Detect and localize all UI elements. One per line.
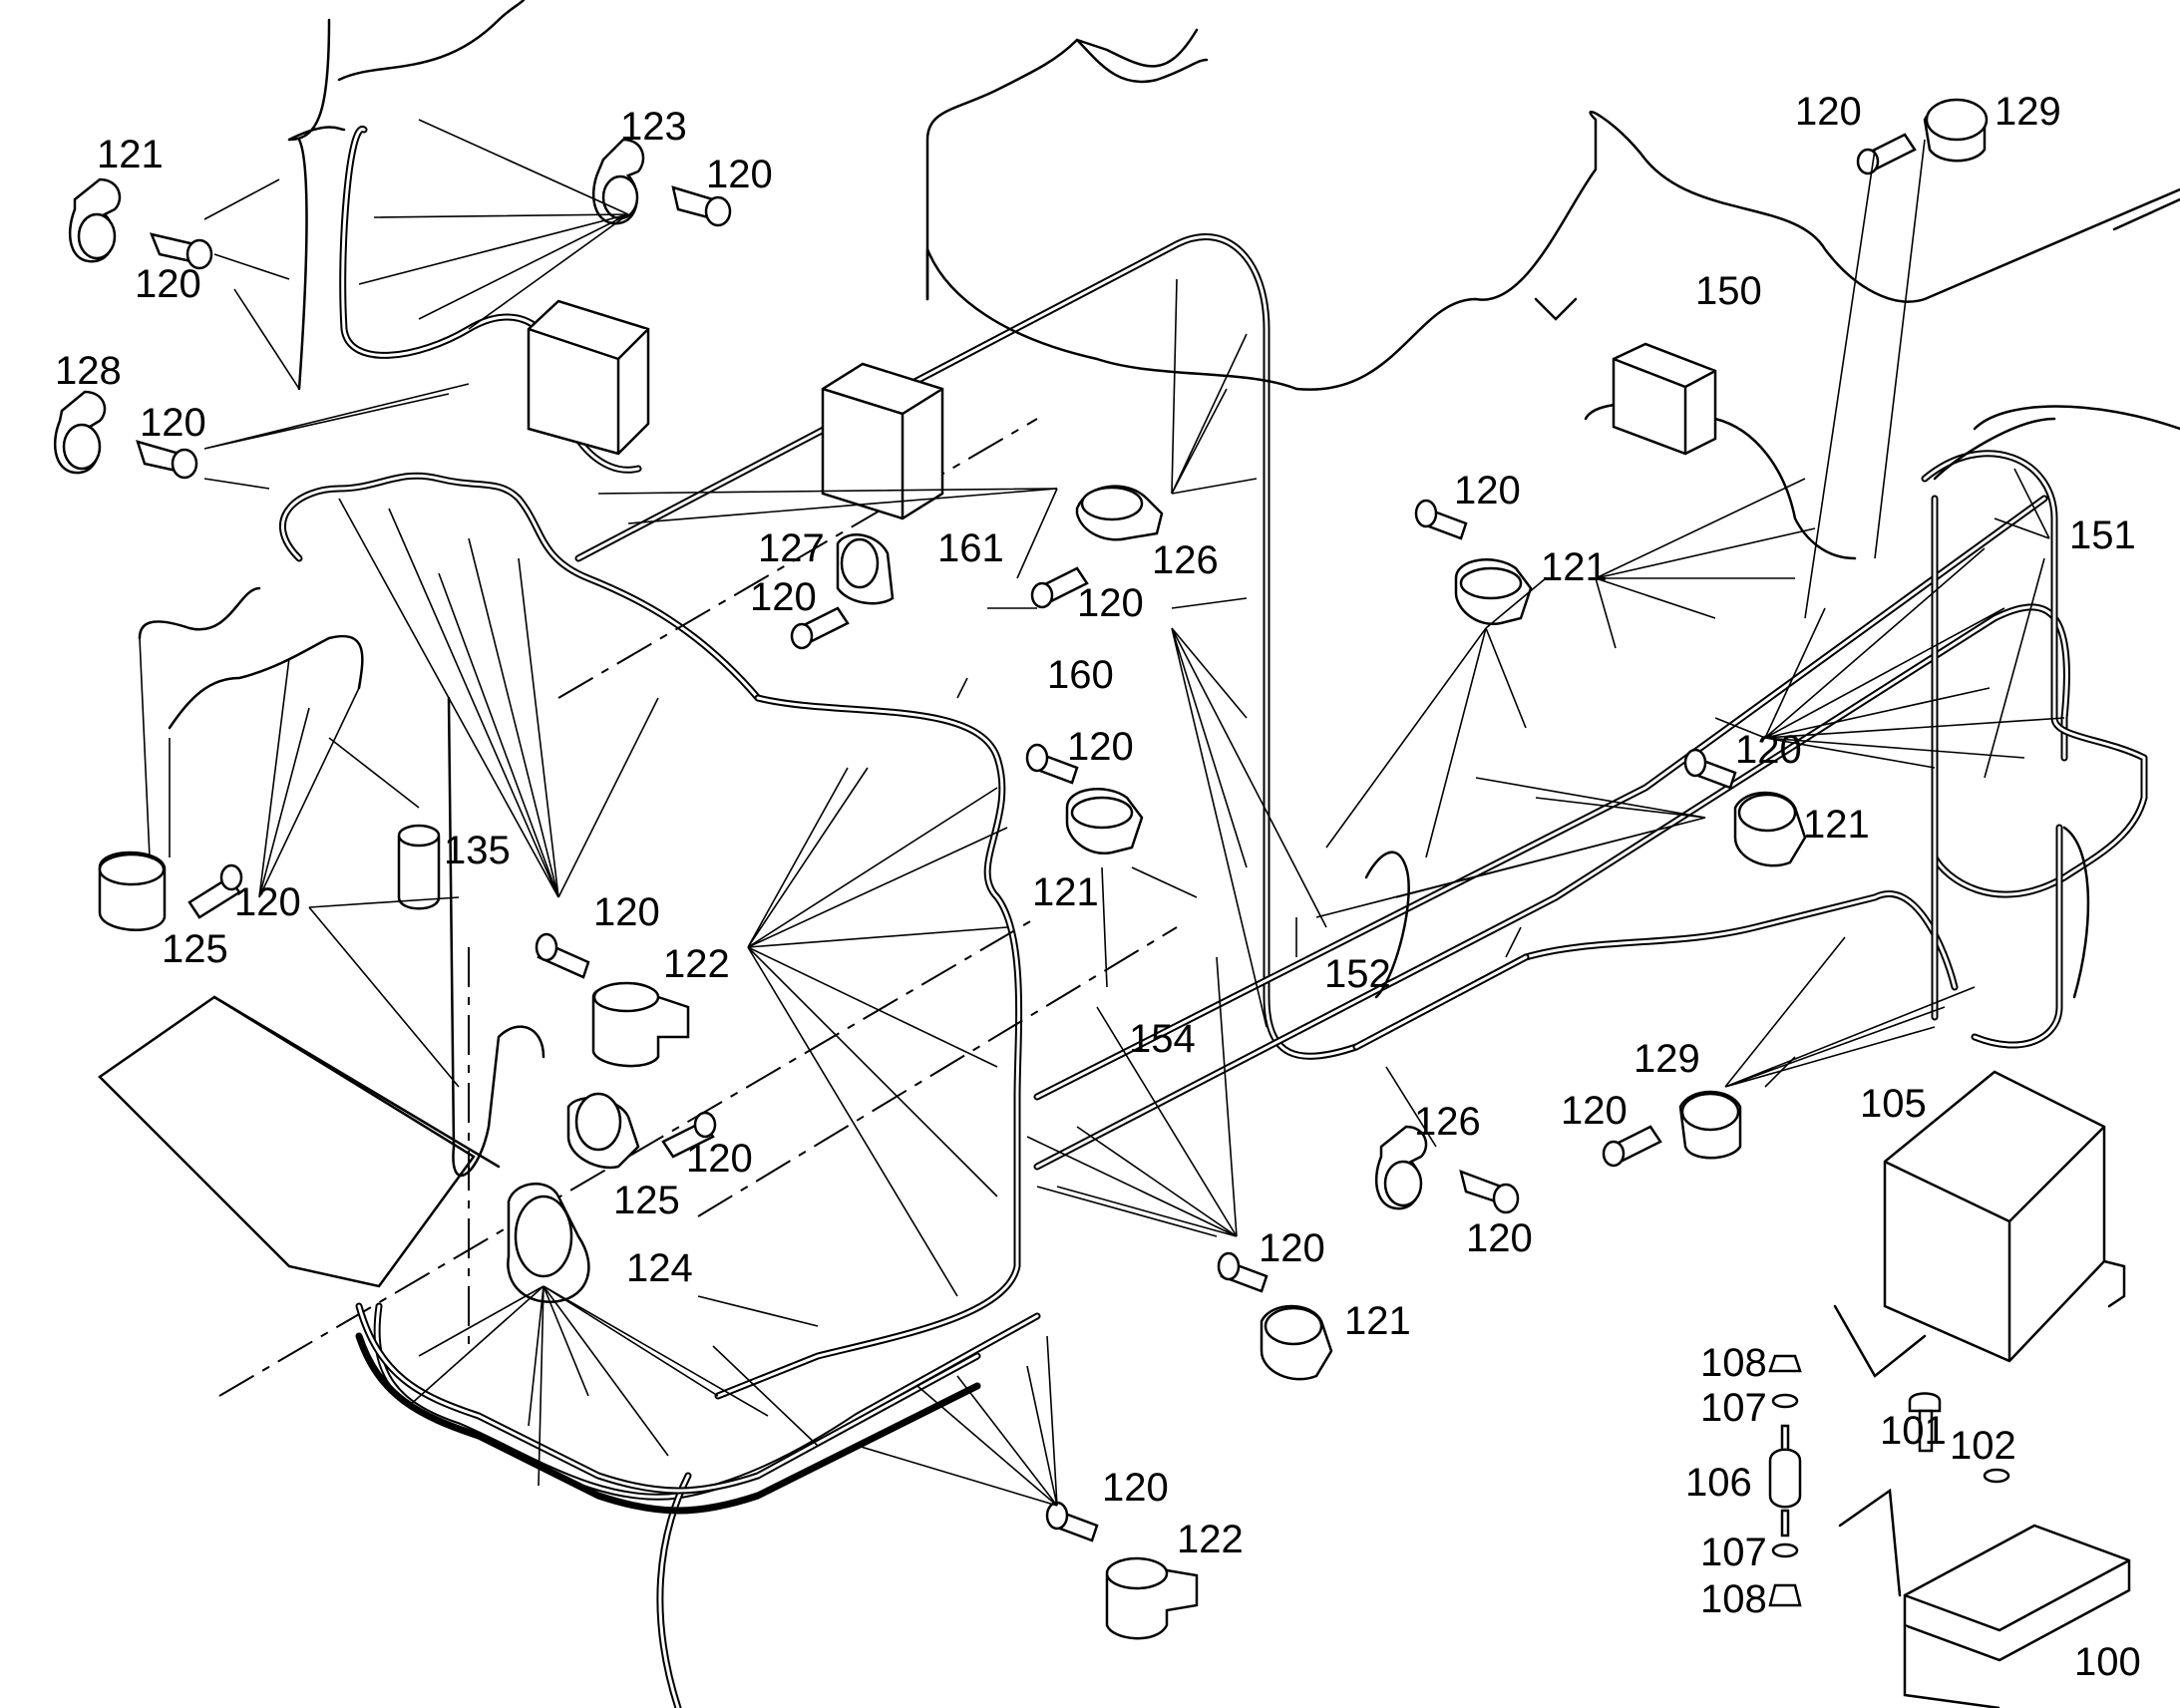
callout-label: 120 — [135, 262, 201, 306]
callout-label: 152 — [1324, 952, 1391, 996]
components — [98, 299, 2131, 1708]
bolt-icon — [1045, 1501, 1099, 1542]
callout-label: 120 — [1067, 725, 1134, 769]
callout-label: 160 — [1047, 653, 1114, 697]
relay-box-150 — [1612, 342, 1717, 456]
clamp-icon — [591, 981, 690, 1068]
clamp-icon — [1678, 1090, 1742, 1160]
clamp-icon — [98, 851, 167, 931]
callout-label: 125 — [162, 927, 228, 971]
callout-label: 120 — [1795, 90, 1862, 134]
callout-label: 120 — [1077, 581, 1144, 625]
clamp-icon — [1075, 485, 1164, 541]
clamp-icon — [591, 138, 645, 225]
callout-label: 125 — [613, 1179, 680, 1222]
callout-label: 127 — [758, 526, 825, 570]
bolt-icon — [1217, 1251, 1269, 1293]
clamp-icon — [68, 177, 122, 263]
mounting-bracket-100 — [1903, 1524, 2131, 1708]
grommet-icon — [836, 533, 895, 605]
callout-label: 120 — [686, 1137, 753, 1181]
washer-icon — [1983, 1468, 2010, 1484]
callout-label: 100 — [2074, 1640, 2141, 1684]
callout-label: 102 — [1950, 1424, 2016, 1468]
callout-label: 126 — [1152, 538, 1219, 582]
clamp-icon — [53, 390, 107, 475]
callout-label: 120 — [750, 575, 817, 619]
junction-box-upper-left — [527, 299, 650, 456]
clamp-icon — [1105, 1556, 1199, 1640]
callout-label: 101 — [1880, 1409, 1947, 1453]
bolt-icon — [535, 932, 590, 979]
module-box-105 — [1883, 1070, 2126, 1363]
callout-label: 108 — [1700, 1577, 1767, 1621]
callout-label: 120 — [1735, 728, 1802, 772]
bolt-icon — [136, 440, 198, 480]
parts — [53, 98, 2180, 1640]
callout-label: 121 — [1032, 870, 1099, 914]
bolt-icon — [187, 863, 243, 919]
callout-label: 105 — [1860, 1082, 1927, 1126]
clamp-icon — [507, 1183, 590, 1304]
callout-label: 121 — [1541, 545, 1608, 589]
harness-panel-left — [98, 995, 501, 1288]
callout-label: 126 — [1414, 1100, 1481, 1144]
callout-label: 120 — [1102, 1466, 1169, 1510]
bolt-icon — [1683, 748, 1737, 790]
bolt-icon — [1459, 1169, 1520, 1214]
callout-label: 120 — [1466, 1216, 1533, 1260]
grommet-icon — [397, 824, 441, 910]
clamp-icon — [1923, 98, 1989, 163]
callout-labels: 121 123 120 120 128 120 127 161 120 126 … — [55, 90, 2141, 1684]
clamp-icon — [1733, 791, 1807, 867]
callout-label: 128 — [55, 349, 122, 393]
bolt-icon — [1414, 499, 1468, 540]
isolator-mount — [1768, 1304, 1927, 1607]
callout-label: 120 — [1561, 1089, 1628, 1133]
callout-label: 120 — [593, 890, 660, 934]
leader-lines — [139, 119, 2065, 1507]
callout-label: 106 — [1685, 1461, 1752, 1505]
clamp-icon — [1454, 558, 1533, 626]
callout-label: 161 — [937, 526, 1004, 570]
callout-label: 121 — [1803, 803, 1870, 847]
bolt-icon — [1602, 1125, 1662, 1168]
callout-label: 107 — [1700, 1386, 1767, 1430]
callout-label: 121 — [1344, 1299, 1411, 1343]
harness-wires — [138, 0, 2180, 1708]
callout-label: 120 — [234, 880, 301, 924]
callout-label: 154 — [1129, 1017, 1196, 1061]
callout-label: 120 — [1454, 469, 1521, 512]
bolt-icon — [790, 606, 850, 650]
callout-label: 107 — [1700, 1531, 1767, 1574]
callout-label: 121 — [97, 133, 164, 176]
junction-box-center — [821, 362, 944, 520]
callout-label: 151 — [2069, 513, 2136, 557]
callout-label: 124 — [626, 1246, 693, 1290]
bolt-icon — [149, 232, 213, 270]
callout-label: 122 — [663, 942, 730, 986]
bolt-icon — [1908, 1392, 1942, 1453]
bolt-icon — [1030, 566, 1089, 609]
bolt-icon — [671, 185, 732, 227]
callout-label: 120 — [140, 401, 206, 445]
callout-label: 108 — [1700, 1341, 1767, 1385]
callout-label: 123 — [620, 105, 687, 149]
clamp-icon — [1374, 1125, 1428, 1210]
bolt-icon — [661, 1111, 717, 1159]
callout-label: 120 — [1259, 1226, 1325, 1270]
clamp-icon — [1065, 788, 1144, 855]
callout-label: 135 — [444, 829, 511, 872]
callout-label: 122 — [1177, 1518, 1244, 1561]
clamp-icon — [1260, 1304, 1333, 1381]
bolt-icon — [1856, 133, 1917, 175]
clamp-icon — [566, 1092, 640, 1170]
callout-label: 150 — [1695, 269, 1762, 313]
callout-label: 120 — [706, 153, 773, 196]
bolt-icon — [1025, 743, 1079, 785]
callout-label: 129 — [1995, 90, 2061, 134]
callout-label: 129 — [1634, 1037, 1700, 1081]
